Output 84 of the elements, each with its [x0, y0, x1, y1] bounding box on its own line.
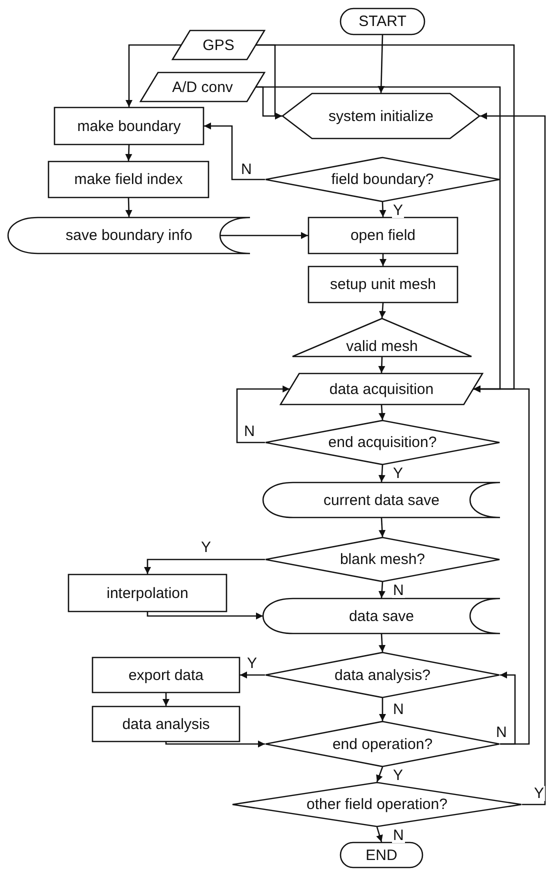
decision-diamond	[232, 782, 522, 827]
edge-label: Y	[392, 768, 404, 783]
step-text: END	[366, 848, 398, 862]
decision-diamond	[265, 652, 500, 698]
arrow	[162, 693, 170, 706]
step-text: end operation?	[332, 736, 433, 752]
arrow	[378, 464, 386, 482]
step-text: other field operation?	[306, 797, 448, 812]
arrow	[378, 404, 386, 420]
decision-diamond	[265, 157, 500, 202]
step-text: export data	[128, 668, 204, 682]
merge-triangle	[292, 318, 472, 357]
step-text: interpolation	[106, 586, 188, 600]
step-text: make boundary	[77, 118, 181, 134]
arrow	[379, 698, 386, 721]
step-text: START	[358, 14, 406, 29]
arrow	[236, 386, 290, 444]
arrow	[240, 672, 265, 678]
arrow	[146, 612, 263, 620]
step-text: data analysis?	[334, 668, 430, 682]
step-text: data acquisition	[329, 382, 434, 396]
step-text: make field index	[74, 172, 183, 187]
edge-label: Y	[246, 656, 258, 671]
arrow	[165, 740, 265, 748]
arrow	[500, 672, 516, 745]
edge-label: N	[243, 424, 256, 439]
process-box	[308, 266, 458, 303]
step-text: A/D conv	[172, 80, 233, 94]
edge-label: N	[240, 162, 253, 177]
input-parallelogram	[140, 72, 265, 102]
decision-diamond	[265, 420, 500, 465]
edge-label: N	[392, 583, 405, 598]
step-text: valid mesh	[346, 339, 418, 354]
arrow	[380, 254, 386, 266]
arrow	[480, 112, 546, 806]
step-text: current data save	[324, 492, 440, 508]
arrow	[378, 302, 386, 318]
edge-label: N	[495, 725, 508, 740]
terminal-pill	[340, 842, 423, 868]
arrow	[204, 122, 265, 180]
arrow	[144, 558, 265, 574]
arrow	[376, 826, 383, 842]
stored-data-shape	[263, 482, 500, 518]
edge-label: Y	[392, 466, 404, 481]
arrow	[125, 144, 132, 162]
input-parallelogram	[172, 30, 265, 60]
step-text: field boundary?	[331, 172, 434, 187]
step-text: save boundary info	[66, 228, 192, 243]
step-text: data save	[348, 608, 414, 624]
arrow	[126, 44, 181, 107]
process-box	[92, 657, 240, 693]
step-text: system initialize	[328, 108, 434, 124]
step-text: GPS	[202, 38, 234, 52]
preparation-hexagon	[282, 93, 480, 139]
process-box	[308, 217, 458, 254]
decision-diamond	[265, 537, 500, 582]
process-box	[54, 107, 204, 145]
step-text: data analysis	[122, 716, 210, 732]
step-text: setup unit mesh	[330, 277, 436, 292]
arrow	[125, 198, 132, 218]
step-text: end acquisition?	[328, 435, 437, 450]
process-box	[92, 706, 240, 742]
arrow	[379, 202, 386, 218]
edge-label: Y	[200, 540, 212, 555]
edge-label: Y	[392, 203, 404, 218]
stored-data-shape	[263, 598, 500, 634]
arrow	[378, 34, 385, 94]
arrow	[378, 582, 386, 598]
arrow	[473, 386, 530, 745]
process-box	[48, 161, 209, 198]
process-box	[68, 574, 227, 612]
stored-data-shape	[8, 217, 250, 254]
input-parallelogram	[280, 373, 483, 405]
arrow	[376, 766, 384, 782]
arrow	[378, 356, 386, 374]
step-text: open field	[350, 228, 416, 243]
step-text: blank mesh?	[340, 552, 426, 567]
arrow	[220, 232, 308, 239]
terminal-pill	[340, 8, 425, 35]
edge-label: N	[392, 702, 405, 717]
arrow	[378, 634, 386, 652]
edge-label: N	[392, 828, 405, 843]
edge-label: Y	[533, 786, 546, 801]
arrow	[378, 518, 386, 538]
